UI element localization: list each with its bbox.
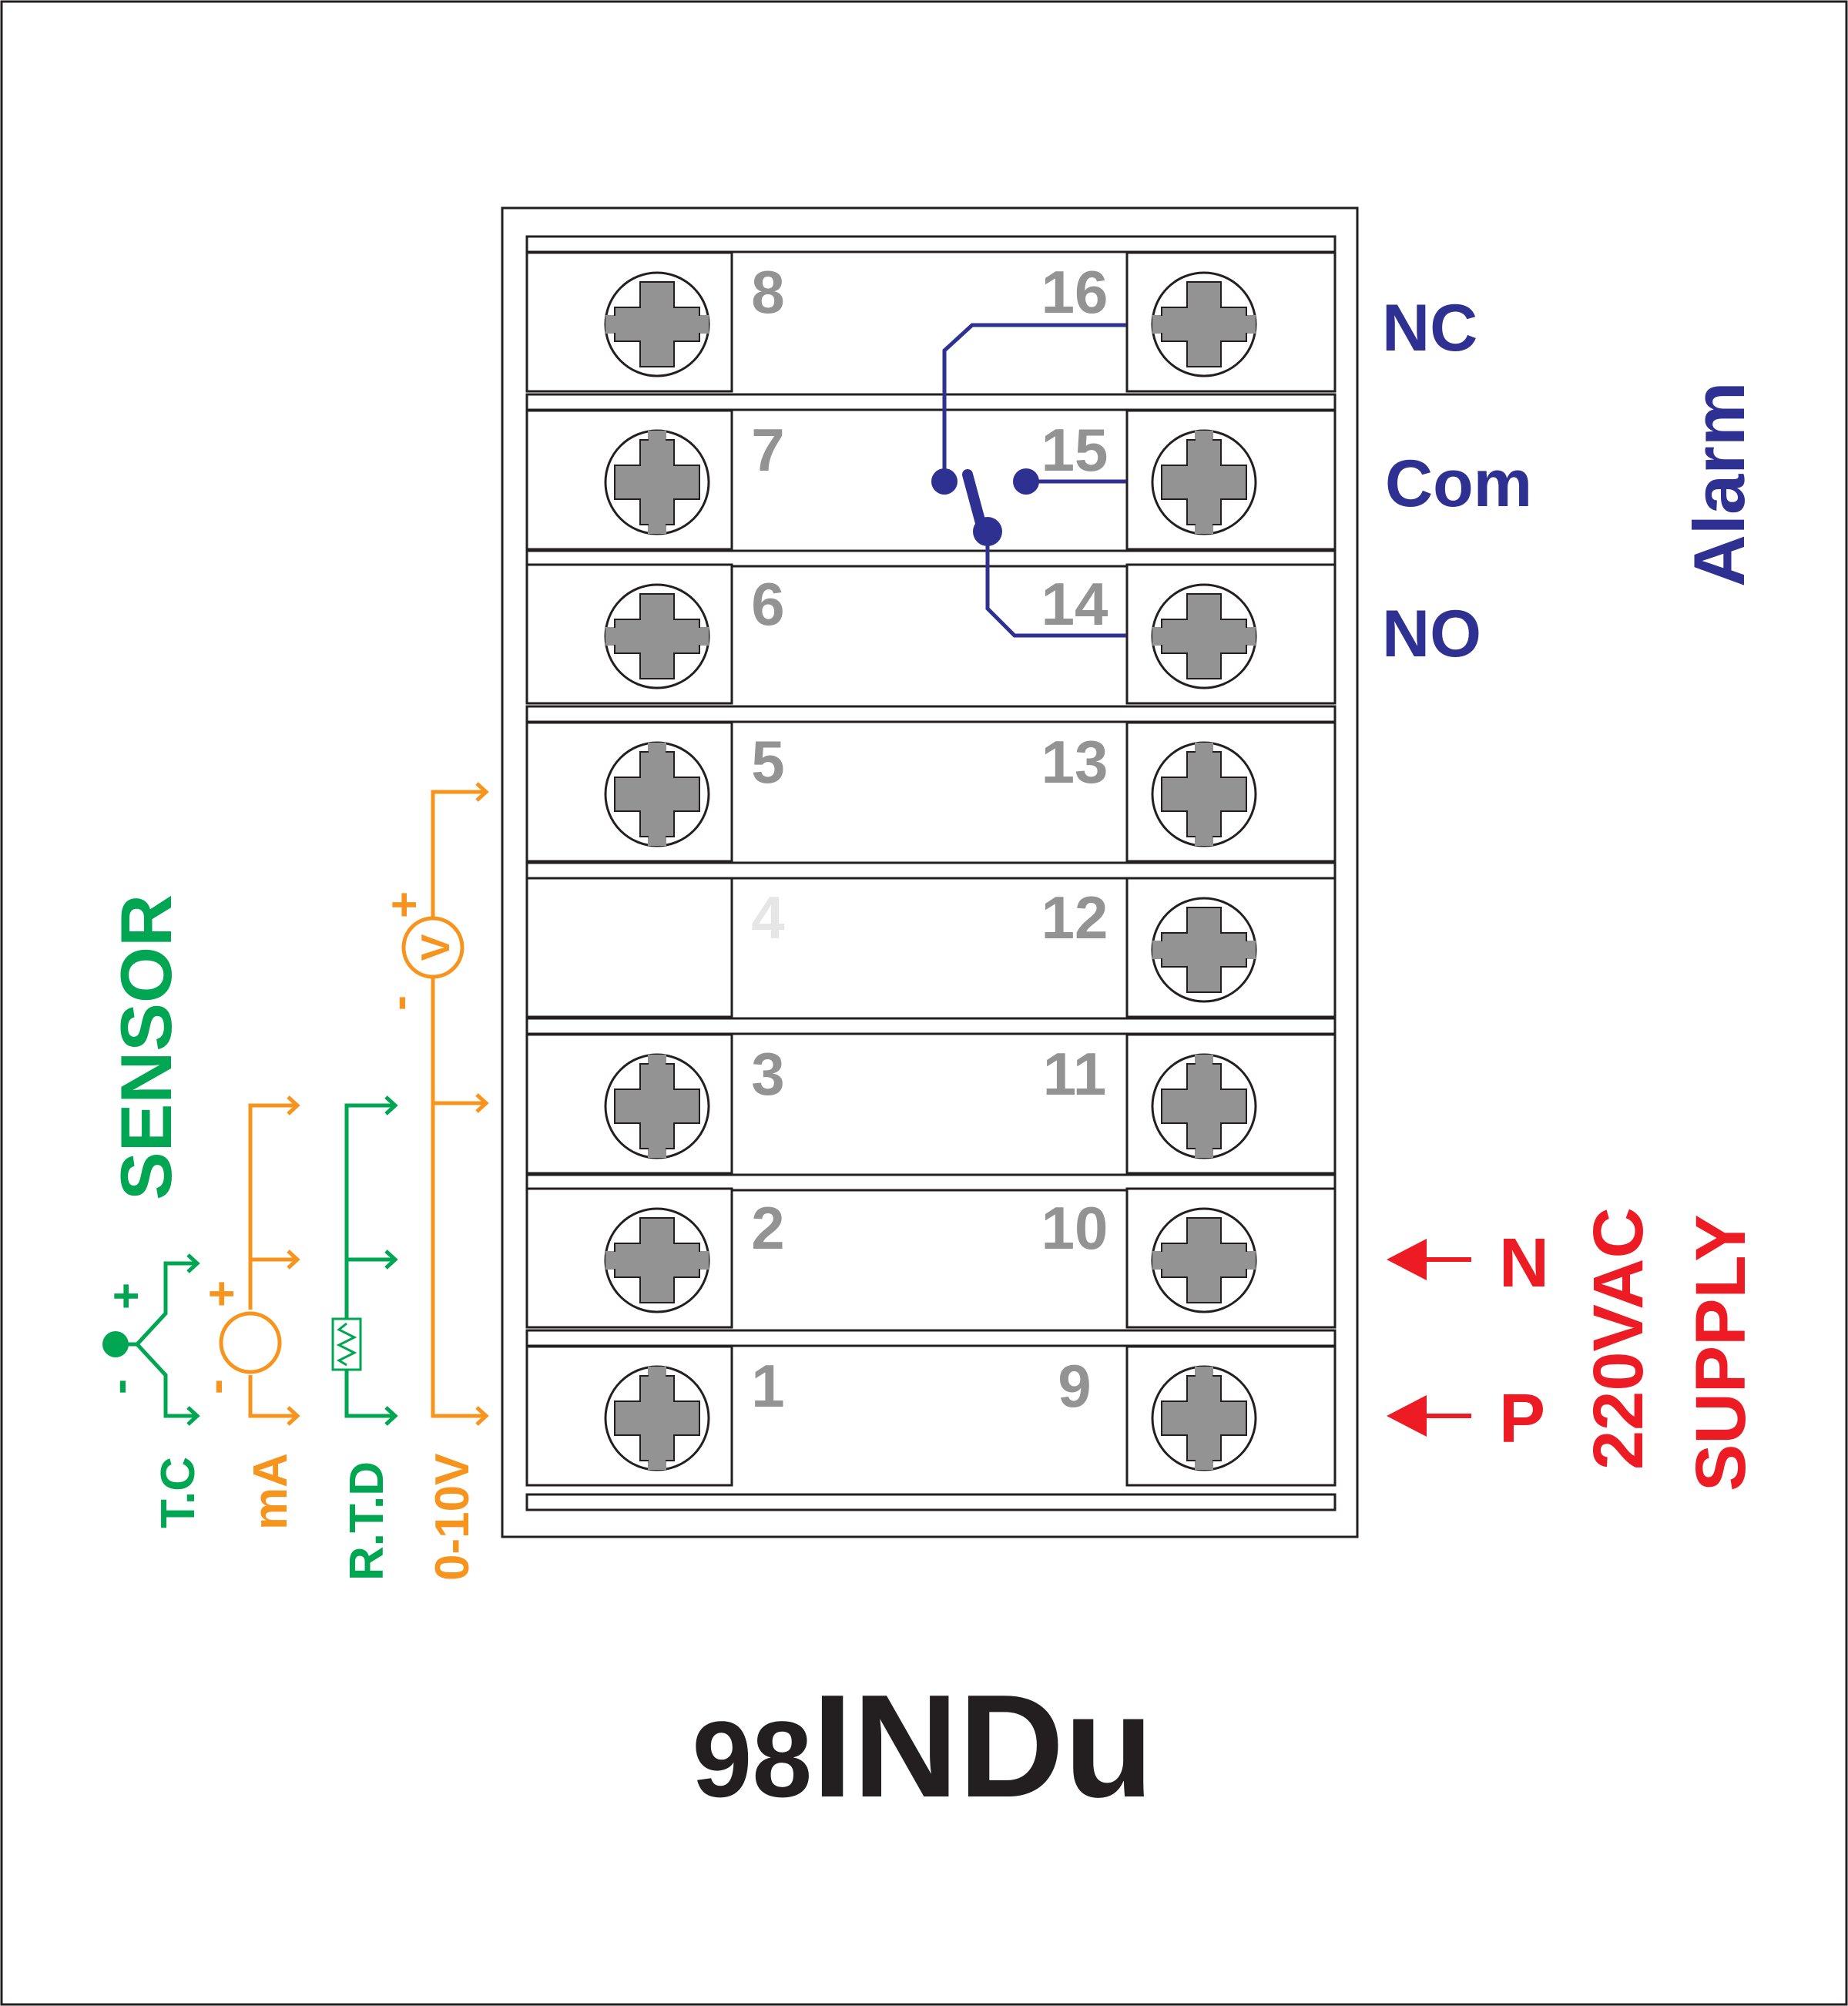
- terminal-number-1: 1: [751, 1352, 784, 1420]
- screw-bar-right-13: [1196, 743, 1212, 846]
- terminal-number-15: 15: [1041, 416, 1108, 484]
- terminal-separator-8: [525, 1329, 1337, 1347]
- terminal-separator-3: [525, 549, 1337, 568]
- screw-bar-left-6: [605, 628, 709, 645]
- terminal-number-13: 13: [1041, 728, 1108, 796]
- screw-bar-left-5: [649, 743, 666, 846]
- terminal-separator-9: [525, 1493, 1337, 1511]
- thermocouple-plus: +: [100, 1283, 152, 1310]
- alarm-no-label: NO: [1382, 597, 1481, 671]
- screw-bar-right-14: [1152, 628, 1256, 645]
- supply-p-label: P: [1499, 1380, 1545, 1458]
- terminal-separator-4: [525, 705, 1337, 723]
- screw-bar-right-16: [1152, 316, 1256, 333]
- screw-bar-left-1: [649, 1367, 666, 1470]
- thermocouple-minus: -: [93, 1379, 145, 1394]
- voltmeter-symbol-letter: V: [414, 934, 458, 961]
- supply-n-arrow: [1387, 1239, 1471, 1280]
- terminal-number-9: 9: [1058, 1352, 1091, 1420]
- terminal-number-2: 2: [751, 1194, 784, 1262]
- screw-bar-left-8: [605, 316, 709, 333]
- terminal-block-housing: 8 7 6 5 4 3 2 1 16 15 14 13 12 11 10 9: [501, 206, 1359, 1538]
- alarm-relay-schematic: [931, 323, 1126, 638]
- terminal-separator-6: [525, 1017, 1337, 1035]
- sensor-title: SENSOR: [106, 894, 186, 1200]
- terminal-left-4: [525, 877, 733, 1018]
- ma-minus: -: [189, 1379, 241, 1394]
- voltage-minus: -: [373, 995, 424, 1011]
- relay-contact-com-dot: [1013, 468, 1039, 495]
- terminal-number-12: 12: [1041, 884, 1108, 951]
- supply-n-label: N: [1499, 1225, 1549, 1302]
- ma-source-symbol: [219, 1095, 300, 1426]
- terminal-separator-5: [525, 861, 1337, 880]
- relay-wire-no: [985, 532, 1126, 638]
- model-prefix: 98: [692, 1699, 812, 1820]
- screw-bar-right-11: [1196, 1055, 1212, 1158]
- model-title: 98INDu: [692, 1665, 1153, 1828]
- terminal-number-11: 11: [1043, 1040, 1106, 1108]
- supply-label: SUPPLY: [1682, 1214, 1760, 1491]
- terminal-separator-2: [525, 393, 1337, 411]
- terminal-number-7: 7: [751, 416, 784, 484]
- terminal-separator-7: [525, 1173, 1337, 1192]
- terminal-number-14: 14: [1041, 570, 1108, 638]
- screw-bar-left-7: [649, 431, 666, 534]
- ma-label: mA: [244, 1453, 297, 1530]
- screw-bar-left-2: [605, 1252, 709, 1269]
- relay-contact-nc-dot: [931, 468, 958, 495]
- thermocouple-symbol: [102, 1253, 200, 1426]
- relay-wire-nc: [942, 323, 1126, 481]
- rtd-label: R.T.D: [340, 1461, 394, 1581]
- screw-bar-left-3: [649, 1055, 666, 1158]
- supply-p-arrow: [1387, 1395, 1471, 1437]
- supply-voltage-label: 220VAC: [1579, 1207, 1658, 1470]
- terminal-number-16: 16: [1041, 258, 1108, 326]
- relay-contact-no-dot: [973, 517, 1002, 546]
- alarm-title: Alarm: [1679, 382, 1759, 587]
- alarm-com-label: Com: [1385, 447, 1532, 521]
- terminal-separator-1: [525, 235, 1337, 253]
- terminal-number-6: 6: [751, 570, 784, 638]
- terminal-number-8: 8: [751, 258, 784, 326]
- terminal-number-4: 4: [751, 884, 784, 951]
- voltage-plus: +: [378, 891, 430, 918]
- screw-bar-right-12: [1152, 941, 1256, 958]
- terminal-number-5: 5: [751, 728, 784, 796]
- screw-bar-right-10: [1152, 1252, 1256, 1269]
- voltage-source-symbol: [401, 782, 489, 1426]
- screw-bar-right-15: [1196, 431, 1212, 534]
- alarm-nc-label: NC: [1382, 291, 1477, 365]
- voltage-label: 0-10V: [426, 1454, 479, 1581]
- ma-plus: +: [196, 1280, 247, 1307]
- terminal-number-3: 3: [751, 1040, 784, 1108]
- screw-bar-right-9: [1196, 1367, 1212, 1470]
- model-name: INDu: [812, 1665, 1153, 1828]
- terminal-number-10: 10: [1041, 1194, 1108, 1262]
- thermocouple-label: T.C: [152, 1457, 205, 1528]
- rtd-symbol: [331, 1095, 398, 1426]
